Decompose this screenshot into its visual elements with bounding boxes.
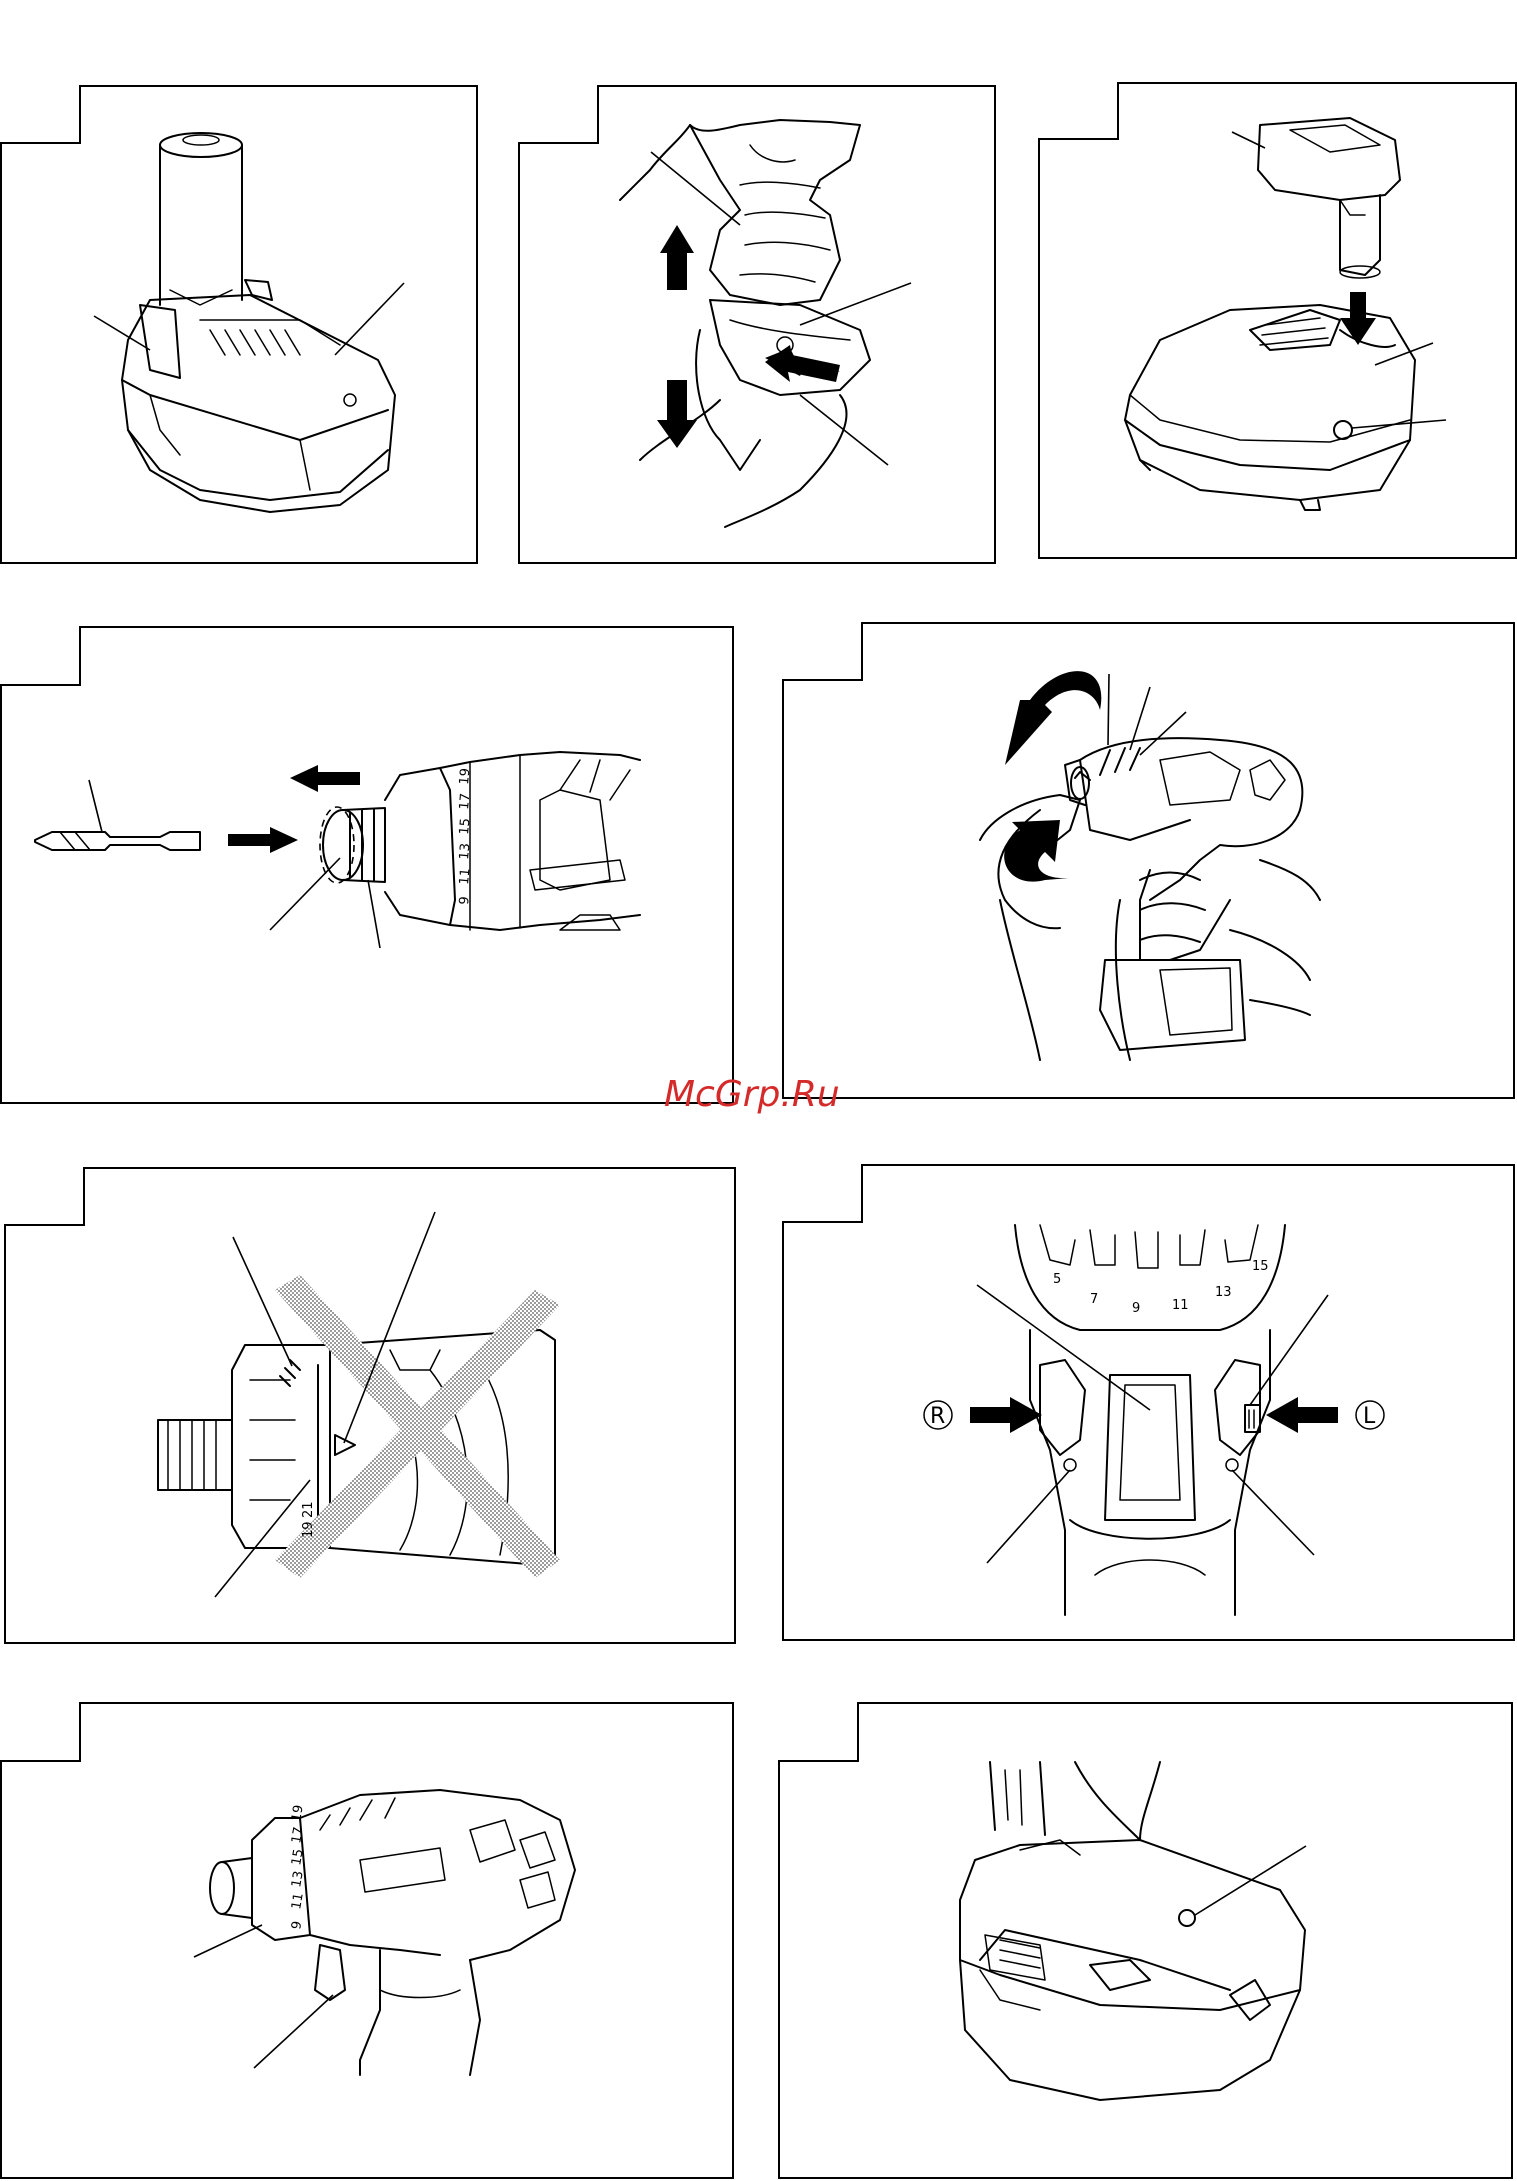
svg-text:11: 11 <box>289 1892 307 1911</box>
arrow-down-icon <box>1340 292 1376 345</box>
battery-on-tool-drawing <box>960 1762 1305 2100</box>
dial-label: 21 <box>301 1501 316 1518</box>
leader-line <box>1232 1470 1314 1555</box>
dial-numbers: 5 7 9 11 13 15 <box>1053 1259 1269 1316</box>
dial-label: 13 <box>457 843 473 861</box>
figure-7-reversing-switch: 5 7 9 11 13 15 R L <box>783 1165 1514 1640</box>
leader-line <box>194 1925 262 1957</box>
tool-perspective-drawing: 9 11 13 15 17 19 <box>210 1790 575 2075</box>
figure-9-battery-installed <box>779 1703 1512 2178</box>
svg-text:13: 13 <box>1215 1285 1232 1300</box>
figure-6-dial-incorrect: 21 19 <box>5 1168 735 1643</box>
leader-line <box>233 1237 292 1366</box>
figure-6-frame <box>5 1168 735 1643</box>
arrow-right-icon <box>228 827 298 853</box>
svg-text:7: 7 <box>1090 1292 1098 1307</box>
figure-4-install-bit: 9 11 13 15 17 19 <box>1 627 733 1103</box>
arrow-left-icon <box>290 765 360 792</box>
dial-label: 19 <box>301 1521 316 1538</box>
figure-8-frame <box>1 1703 733 2178</box>
dial-label: 19 <box>457 768 473 786</box>
svg-text:9: 9 <box>289 1920 305 1931</box>
forward-symbol: L <box>1356 1401 1384 1429</box>
leader-line <box>987 1470 1070 1563</box>
arrow-down-icon <box>657 380 697 448</box>
svg-text:15: 15 <box>1252 1259 1269 1274</box>
leader-line <box>270 858 340 930</box>
svg-text:13: 13 <box>289 1870 307 1889</box>
figure-8-tool-side: 9 11 13 15 17 19 <box>1 1703 733 2178</box>
leader-line <box>800 283 911 325</box>
figure-7-frame <box>783 1165 1514 1640</box>
svg-text:15: 15 <box>289 1848 307 1867</box>
figure-2-remove-battery <box>519 86 995 563</box>
leader-line <box>335 283 404 355</box>
dial-label: 15 <box>457 818 473 836</box>
reverse-symbol-label: R <box>930 1404 945 1429</box>
figure-1-frame <box>1 86 477 563</box>
svg-text:9: 9 <box>1132 1301 1140 1316</box>
svg-text:11: 11 <box>1172 1298 1189 1313</box>
rotate-arrow-icon <box>1005 671 1101 765</box>
leader-line <box>368 880 380 948</box>
figure-9-frame <box>779 1703 1512 2178</box>
figure-5-rotate-sleeve <box>783 623 1514 1098</box>
leader-line <box>1108 674 1109 745</box>
figure-1-battery-pack <box>1 86 477 563</box>
rotate-arrow-icon <box>1004 820 1070 882</box>
reverse-symbol: R <box>924 1401 952 1429</box>
press-button-arrow-icon <box>765 345 840 382</box>
leader-line <box>254 1995 333 2068</box>
hand-holding-tool-drawing <box>980 738 1320 1060</box>
tool-top-view-drawing: 5 7 9 11 13 15 <box>1015 1225 1285 1615</box>
leader-line <box>800 395 888 465</box>
charger-and-battery-drawing <box>1125 118 1415 510</box>
leader-line <box>1352 420 1446 428</box>
figure-4-frame <box>1 627 733 1103</box>
svg-text:17: 17 <box>289 1826 307 1845</box>
leader-line <box>89 780 102 832</box>
arrow-left-icon <box>1266 1397 1338 1433</box>
leader-line <box>977 1285 1150 1410</box>
leader-line <box>1250 1295 1328 1405</box>
forward-symbol-label: L <box>1363 1404 1376 1429</box>
figure-3-charger <box>1039 83 1516 558</box>
dial-label: 17 <box>457 793 473 811</box>
svg-text:19: 19 <box>289 1804 307 1823</box>
arrow-up-icon <box>660 225 694 290</box>
dial-label: 9 <box>457 896 473 906</box>
leader-line <box>1140 712 1186 755</box>
hand-and-tool-drawing <box>620 120 870 527</box>
dial-label: 11 <box>457 868 473 886</box>
figure-2-frame <box>519 86 995 563</box>
watermark-text: McGrp.Ru <box>664 1074 840 1115</box>
battery-pack-drawing <box>122 133 395 512</box>
svg-text:5: 5 <box>1053 1272 1061 1287</box>
